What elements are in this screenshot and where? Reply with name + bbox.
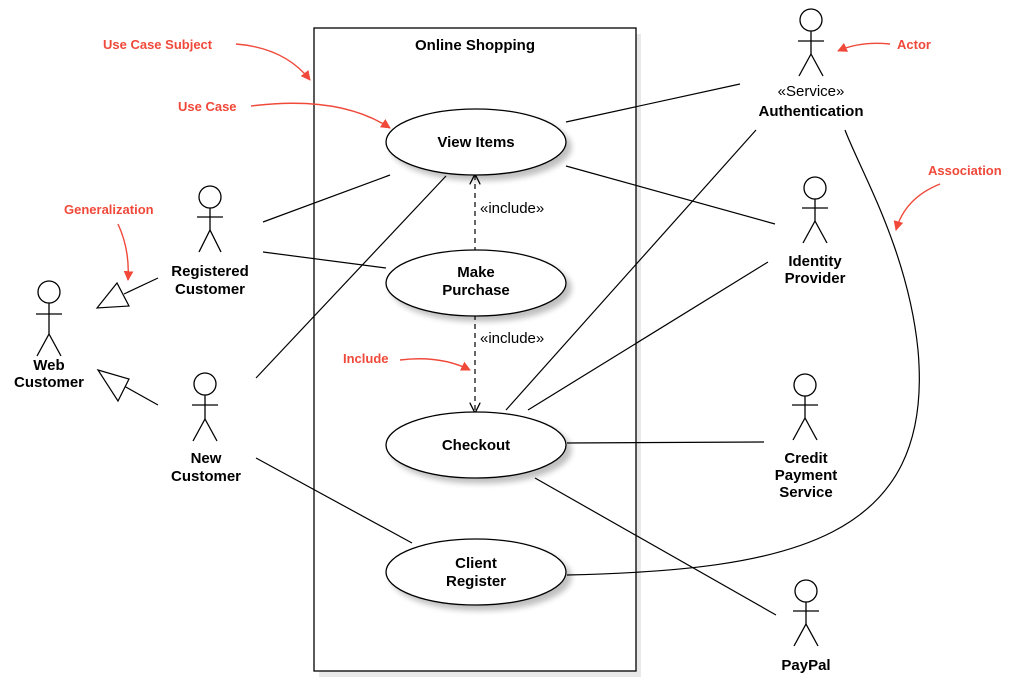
actor-new-customer[interactable]: New Customer	[171, 372, 241, 485]
use-case-checkout[interactable]: Checkout	[385, 411, 567, 479]
gen-registered-line	[123, 277, 159, 295]
assoc-viewitems-authentication	[565, 83, 741, 123]
include-label-1: «include»	[480, 200, 544, 217]
svg-text:Identity: Identity	[788, 253, 842, 270]
svg-text:Make: Make	[457, 264, 495, 281]
svg-text:Web: Web	[33, 357, 64, 374]
use-case-view-items[interactable]: View Items	[385, 108, 567, 176]
annotation-use-case-subject: Use Case Subject	[103, 37, 311, 81]
assoc-new-viewitems	[255, 175, 447, 379]
svg-text:Use Case: Use Case	[178, 99, 237, 114]
assoc-registered-viewitems	[262, 174, 391, 223]
actor-authentication[interactable]: «Service» Authentication	[759, 8, 864, 120]
actor-web-customer[interactable]: Web Customer	[14, 280, 84, 391]
use-case-make-purchase[interactable]: Make Purchase	[385, 249, 567, 317]
svg-text:Provider: Provider	[785, 270, 846, 287]
include-label-2: «include»	[480, 330, 544, 347]
svg-text:Purchase: Purchase	[442, 282, 510, 299]
stick-figure-icon	[192, 372, 218, 442]
assoc-checkout-credit	[566, 441, 765, 444]
assoc-clientregister-authentication	[566, 129, 920, 576]
system-title: Online Shopping	[415, 37, 535, 54]
actor-paypal[interactable]: PayPal	[781, 579, 831, 674]
svg-text:View Items: View Items	[437, 134, 514, 151]
annotation-use-case: Use Case	[178, 99, 391, 129]
stick-figure-icon	[793, 579, 819, 647]
stick-figure-icon	[197, 185, 223, 253]
assoc-checkout-authentication	[505, 129, 757, 411]
assoc-checkout-identity	[527, 261, 769, 411]
actor-registered-customer[interactable]: Registered Customer	[171, 185, 249, 298]
gen-new-line	[123, 385, 159, 406]
gen-new-triangle	[96, 368, 130, 403]
svg-text:Payment: Payment	[775, 467, 838, 484]
assoc-checkout-paypal	[534, 477, 777, 616]
annotation-actor: Actor	[837, 37, 931, 52]
annotation-association: Association	[893, 163, 1002, 231]
svg-text:Actor: Actor	[897, 37, 931, 52]
assoc-viewitems-identity	[565, 165, 776, 225]
assoc-new-clientregister	[255, 457, 413, 544]
svg-text:Generalization: Generalization	[64, 202, 154, 217]
svg-text:Customer: Customer	[171, 468, 241, 485]
svg-text:Authentication: Authentication	[759, 103, 864, 120]
stick-figure-icon	[798, 8, 824, 77]
svg-text:Checkout: Checkout	[442, 437, 510, 454]
actor-credit-payment-service[interactable]: Credit Payment Service	[775, 373, 838, 501]
svg-text:Association: Association	[928, 163, 1002, 178]
svg-text:Registered: Registered	[171, 263, 249, 280]
svg-text:Include: Include	[343, 351, 389, 366]
include-dependencies: «include» «include»	[475, 175, 544, 412]
stereotype-label: «Service»	[778, 83, 845, 100]
svg-text:Service: Service	[779, 484, 832, 501]
associations	[255, 83, 920, 616]
assoc-registered-makepurchase	[262, 251, 387, 269]
svg-text:Customer: Customer	[175, 281, 245, 298]
stick-figure-icon	[802, 176, 828, 244]
stick-figure-icon	[792, 373, 818, 441]
svg-text:PayPal: PayPal	[781, 657, 830, 674]
svg-text:Use Case Subject: Use Case Subject	[103, 37, 213, 52]
gen-registered-triangle	[95, 281, 130, 309]
svg-text:New: New	[191, 450, 222, 467]
svg-text:Client: Client	[455, 555, 497, 572]
svg-text:Customer: Customer	[14, 374, 84, 391]
generalizations	[95, 277, 159, 406]
actor-identity-provider[interactable]: Identity Provider	[785, 176, 846, 287]
svg-text:Credit: Credit	[784, 450, 827, 467]
annotation-generalization: Generalization	[64, 202, 154, 281]
svg-text:Register: Register	[446, 573, 506, 590]
annotation-include: Include	[343, 351, 471, 371]
stick-figure-icon	[36, 280, 62, 357]
use-case-client-register[interactable]: Client Register	[385, 538, 567, 606]
